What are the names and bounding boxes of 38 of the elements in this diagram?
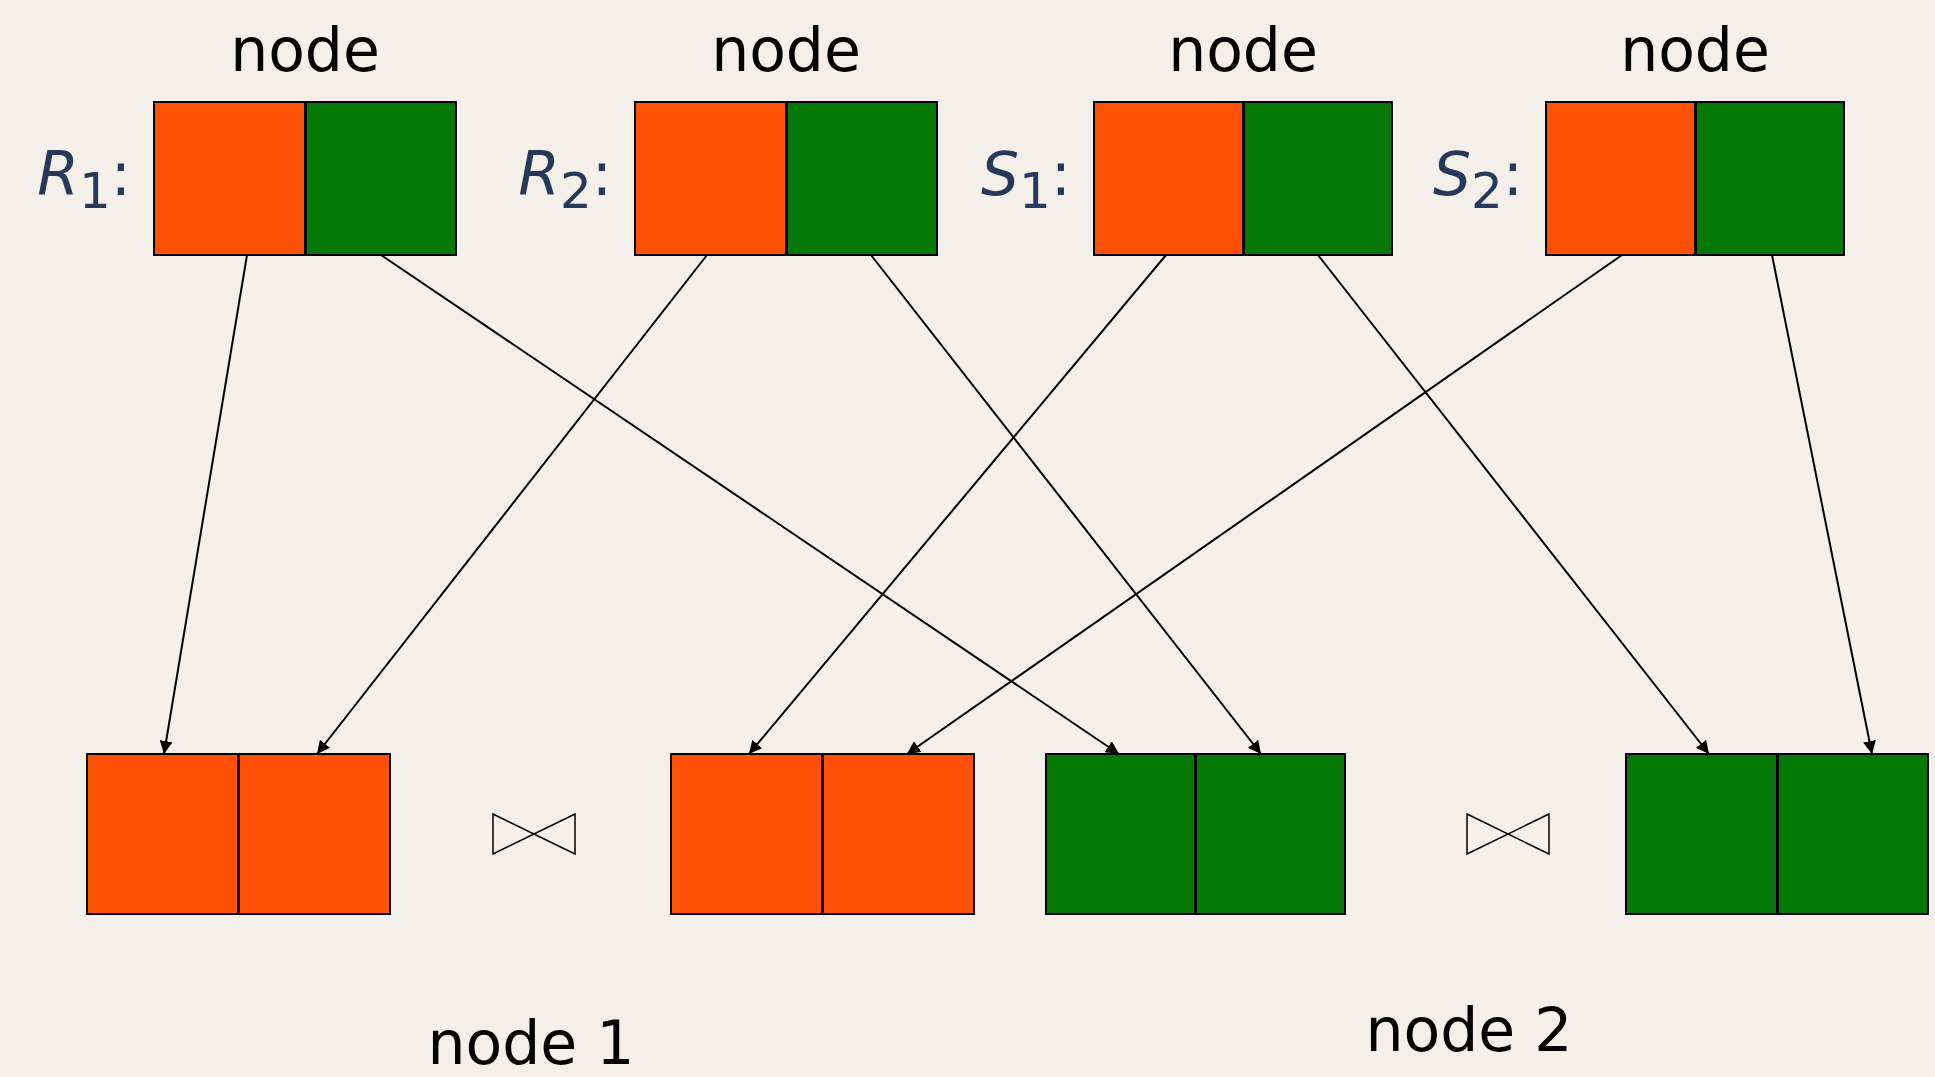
partition-cell (240, 755, 389, 913)
arrow (906, 254, 1623, 755)
partition-cell (1197, 755, 1344, 913)
arrow (1317, 254, 1710, 755)
partition-cell (672, 755, 824, 913)
arrow (870, 254, 1262, 755)
partition-box (670, 753, 975, 915)
node-heading: node (710, 15, 862, 85)
node-heading: node (229, 15, 381, 85)
relation-label: R$_{1}$: (37, 139, 131, 222)
node-caption: node 1 (427, 1008, 635, 1077)
partition-cell (1696, 103, 1843, 254)
partition-cell (155, 103, 307, 254)
node-heading: node (1619, 15, 1771, 85)
partition-box (1045, 753, 1346, 915)
arrow (748, 254, 1167, 755)
relation-label: R$_{2}$: (518, 139, 612, 222)
partition-cell (636, 103, 788, 254)
arrow (380, 254, 1120, 755)
node-heading: node (1167, 15, 1319, 85)
partition-cell (1047, 755, 1197, 913)
partition-cell (1095, 103, 1245, 254)
partition-cell (824, 755, 973, 913)
node-caption: node 2 (1365, 995, 1573, 1065)
arrow (159, 254, 248, 755)
partition-cell (1778, 755, 1927, 913)
arrow (1771, 254, 1876, 755)
partition-cell (787, 103, 936, 254)
partition-cell (1244, 103, 1391, 254)
relation-label: S$_{1}$: (980, 139, 1071, 222)
partition-box (86, 753, 391, 915)
partition-box (1625, 753, 1929, 915)
arrow (316, 254, 708, 755)
partition-cell (306, 103, 455, 254)
relation-label: S$_{2}$: (1432, 139, 1523, 222)
partition-cell (1627, 755, 1779, 913)
partition-cell (88, 755, 240, 913)
partition-cell (1547, 103, 1697, 254)
